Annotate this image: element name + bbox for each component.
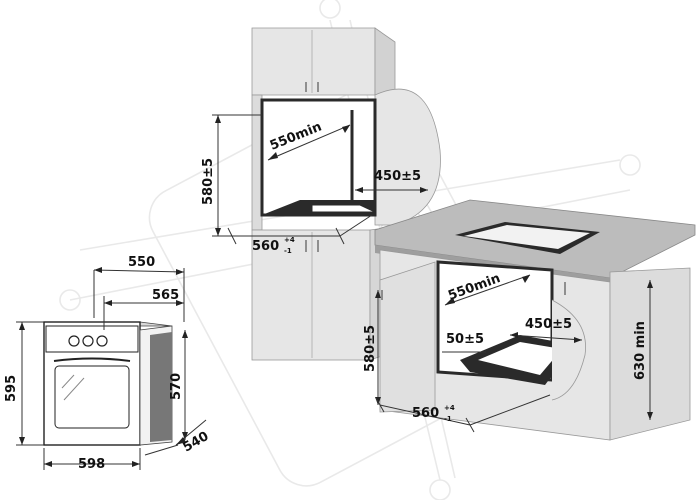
upper-bottom-width-sub: -1 <box>284 247 292 255</box>
upper-oven-cavity <box>260 98 377 217</box>
oven-inner-height-label: 570 <box>169 373 184 400</box>
oven-depth-mid-label: 565 <box>152 288 179 303</box>
lower-gap-label: 50±5 <box>446 332 484 347</box>
upper-bottom-width-sup: +4 <box>284 236 295 244</box>
lower-bottom-width-sup: +4 <box>444 404 455 412</box>
control-knob-left <box>68 335 80 347</box>
upper-bottom-width-main: 560 <box>252 239 279 254</box>
oven-width-label: 598 <box>78 457 105 472</box>
oven-appliance <box>43 321 173 446</box>
counter-cabinet <box>374 199 696 441</box>
oven-height-label: 595 <box>4 375 19 402</box>
oven-depth-top-label: 550 <box>128 255 155 270</box>
lower-height-label: 580±5 <box>363 325 378 372</box>
control-knob-right <box>96 335 108 347</box>
lower-bottom-width-sub: -1 <box>444 415 452 423</box>
oven-window <box>54 365 130 429</box>
counter-height-label: 630 min <box>633 321 648 380</box>
wall-cabinet <box>251 27 376 96</box>
lower-bottom-width-main: 560 <box>412 406 439 421</box>
oven-handle <box>53 357 131 362</box>
tall-cabinet-lower <box>251 229 371 361</box>
control-knob-middle <box>82 335 94 347</box>
upper-height-label: 580±5 <box>201 158 216 205</box>
upper-depth-label: 450±5 <box>374 169 421 184</box>
lower-depth-label: 450±5 <box>525 317 572 332</box>
